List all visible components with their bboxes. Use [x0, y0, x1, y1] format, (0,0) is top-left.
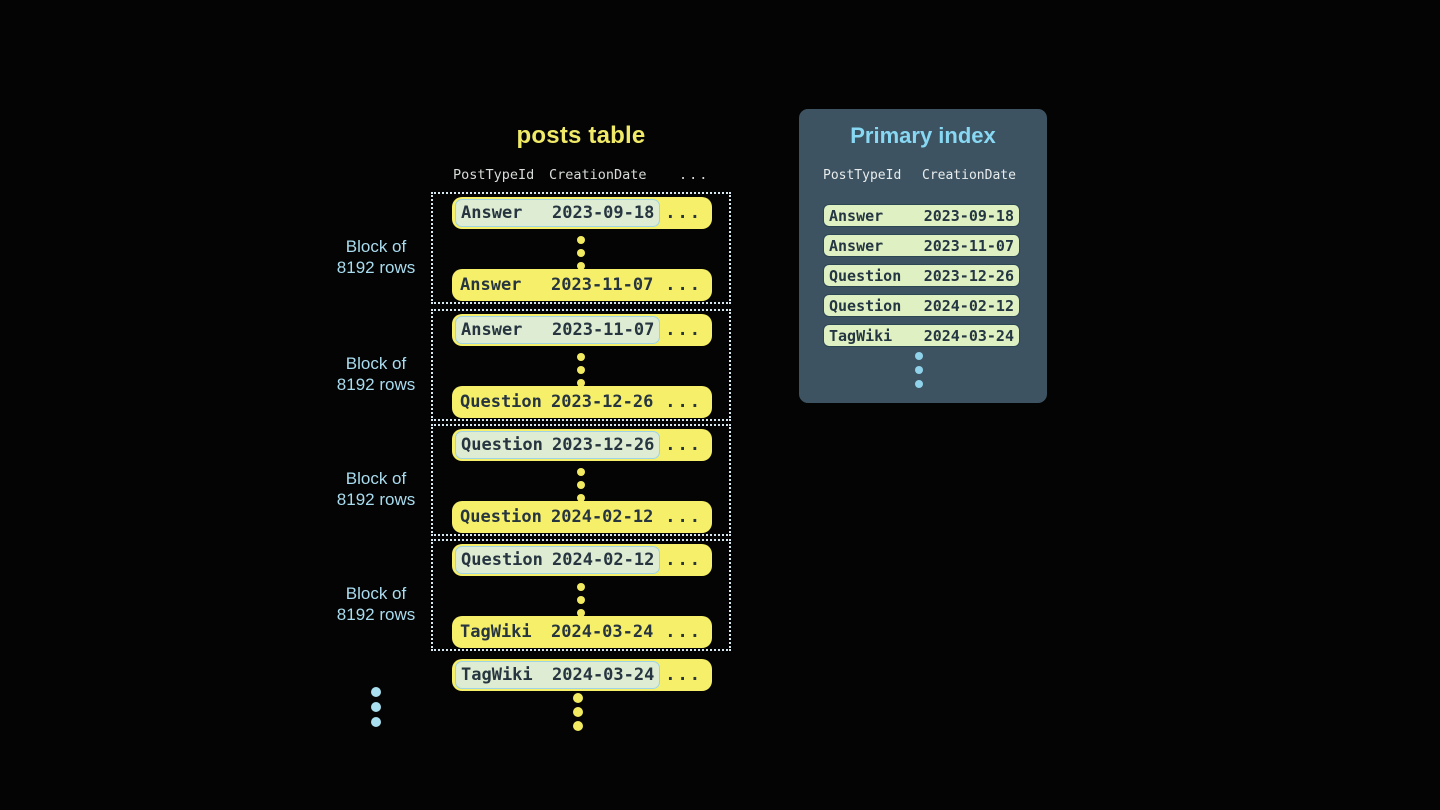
more-blocks-dots: [371, 687, 381, 727]
column-header-posttypeid: PostTypeId: [453, 167, 535, 183]
post-type-cell: Question: [829, 266, 902, 285]
omitted-rows-dots: [577, 236, 585, 270]
row-ellipsis: ...: [665, 203, 702, 223]
row-ellipsis: ...: [665, 622, 702, 642]
index-entry: Answer 2023-09-18: [823, 204, 1020, 227]
creation-date-cell: 2023-11-07: [552, 320, 655, 340]
more-entries-dots: [915, 352, 923, 388]
indexed-entry-highlight: Answer 2023-09-18: [455, 199, 661, 227]
column-header-ellipsis: ...: [679, 167, 710, 183]
index-entry: TagWiki 2024-03-24: [823, 324, 1020, 347]
post-type-cell: TagWiki: [460, 622, 532, 642]
block-size-label-4: Block of 8192 rows: [300, 583, 452, 625]
indexed-entry-highlight: TagWiki 2024-03-24: [455, 661, 661, 689]
indexed-entry-highlight: Question 2024-02-12: [455, 546, 661, 574]
post-type-cell: Answer: [829, 206, 884, 225]
creation-date-cell: 2023-12-26: [551, 392, 654, 412]
posts-block-3: Question 2023-12-26 ... Question 2024-02…: [431, 424, 731, 536]
block-label-line1: Block of: [345, 237, 407, 256]
next-block-first-row: TagWiki 2024-03-24 ...: [452, 659, 712, 691]
omitted-rows-dots: [577, 468, 585, 502]
primary-index-title: Primary index: [850, 123, 996, 148]
row-ellipsis: ...: [665, 435, 702, 455]
block-size-label-3: Block of 8192 rows: [300, 468, 452, 510]
post-type-cell: Answer: [460, 275, 522, 295]
row-ellipsis: ...: [665, 550, 702, 570]
creation-date-cell: 2023-12-26: [923, 266, 1014, 285]
index-entry: Question 2024-02-12: [823, 294, 1020, 317]
block1-first-row: Answer 2023-09-18 ...: [452, 197, 712, 229]
block-label-line1: Block of: [345, 354, 407, 373]
block2-last-row: Question 2023-12-26 ...: [452, 386, 712, 418]
post-type-cell: TagWiki: [829, 326, 893, 345]
block-label-line2: 8192 rows: [336, 258, 416, 277]
indexed-entry-highlight: Question 2023-12-26: [455, 431, 661, 459]
column-header-creationdate: CreationDate: [549, 167, 647, 183]
row-ellipsis: ...: [665, 320, 702, 340]
post-type-cell: Question: [460, 392, 542, 412]
creation-date-cell: 2023-11-07: [923, 236, 1014, 255]
indexed-entry-highlight: Answer 2023-11-07: [455, 316, 661, 344]
posts-block-1: Answer 2023-09-18 ... Answer 2023-11-07 …: [431, 192, 731, 304]
creation-date-cell: 2023-11-07: [551, 275, 654, 295]
post-type-cell: Question: [829, 296, 902, 315]
creation-date-cell: 2024-03-24: [552, 665, 655, 685]
block-size-label-1: Block of 8192 rows: [300, 236, 452, 278]
creation-date-cell: 2023-12-26: [552, 435, 655, 455]
creation-date-cell: 2024-03-24: [551, 622, 654, 642]
block-size-label-2: Block of 8192 rows: [300, 353, 452, 395]
creation-date-cell: 2023-09-18: [923, 206, 1014, 225]
creation-date-cell: 2024-02-12: [552, 550, 655, 570]
post-type-cell: Question: [460, 507, 542, 527]
post-type-cell: Answer: [461, 320, 523, 340]
post-type-cell: Question: [461, 550, 543, 570]
omitted-rows-dots: [577, 353, 585, 387]
row-ellipsis: ...: [665, 507, 702, 527]
creation-date-cell: 2024-02-12: [923, 296, 1014, 315]
creation-date-cell: 2024-02-12: [551, 507, 654, 527]
block4-first-row: Question 2024-02-12 ...: [452, 544, 712, 576]
post-type-cell: Answer: [829, 236, 884, 255]
block3-first-row: Question 2023-12-26 ...: [452, 429, 712, 461]
block-label-line1: Block of: [345, 469, 407, 488]
post-type-cell: TagWiki: [461, 665, 533, 685]
row-ellipsis: ...: [665, 392, 702, 412]
posts-block-4: Question 2024-02-12 ... TagWiki 2024-03-…: [431, 539, 731, 651]
posts-table-title: posts table: [516, 122, 646, 149]
row-ellipsis: ...: [665, 665, 702, 685]
block2-first-row: Answer 2023-11-07 ...: [452, 314, 712, 346]
omitted-rows-dots: [577, 583, 585, 617]
index-entry: Question 2023-12-26: [823, 264, 1020, 287]
column-header-creationdate: CreationDate: [922, 168, 1016, 183]
post-type-cell: Question: [461, 435, 543, 455]
column-header-posttypeid: PostTypeId: [823, 168, 902, 183]
posts-block-2: Answer 2023-11-07 ... Question 2023-12-2…: [431, 309, 731, 421]
primary-index-panel: Primary index PostTypeId CreationDate An…: [799, 109, 1047, 403]
block-label-line2: 8192 rows: [336, 605, 416, 624]
more-rows-dots: [573, 693, 583, 731]
post-type-cell: Answer: [461, 203, 523, 223]
block4-last-row: TagWiki 2024-03-24 ...: [452, 616, 712, 648]
row-ellipsis: ...: [665, 275, 702, 295]
block-label-line1: Block of: [345, 584, 407, 603]
block-label-line2: 8192 rows: [336, 490, 416, 509]
block1-last-row: Answer 2023-11-07 ...: [452, 269, 712, 301]
creation-date-cell: 2023-09-18: [552, 203, 655, 223]
creation-date-cell: 2024-03-24: [923, 326, 1014, 345]
index-entry: Answer 2023-11-07: [823, 234, 1020, 257]
block-label-line2: 8192 rows: [336, 375, 416, 394]
block3-last-row: Question 2024-02-12 ...: [452, 501, 712, 533]
